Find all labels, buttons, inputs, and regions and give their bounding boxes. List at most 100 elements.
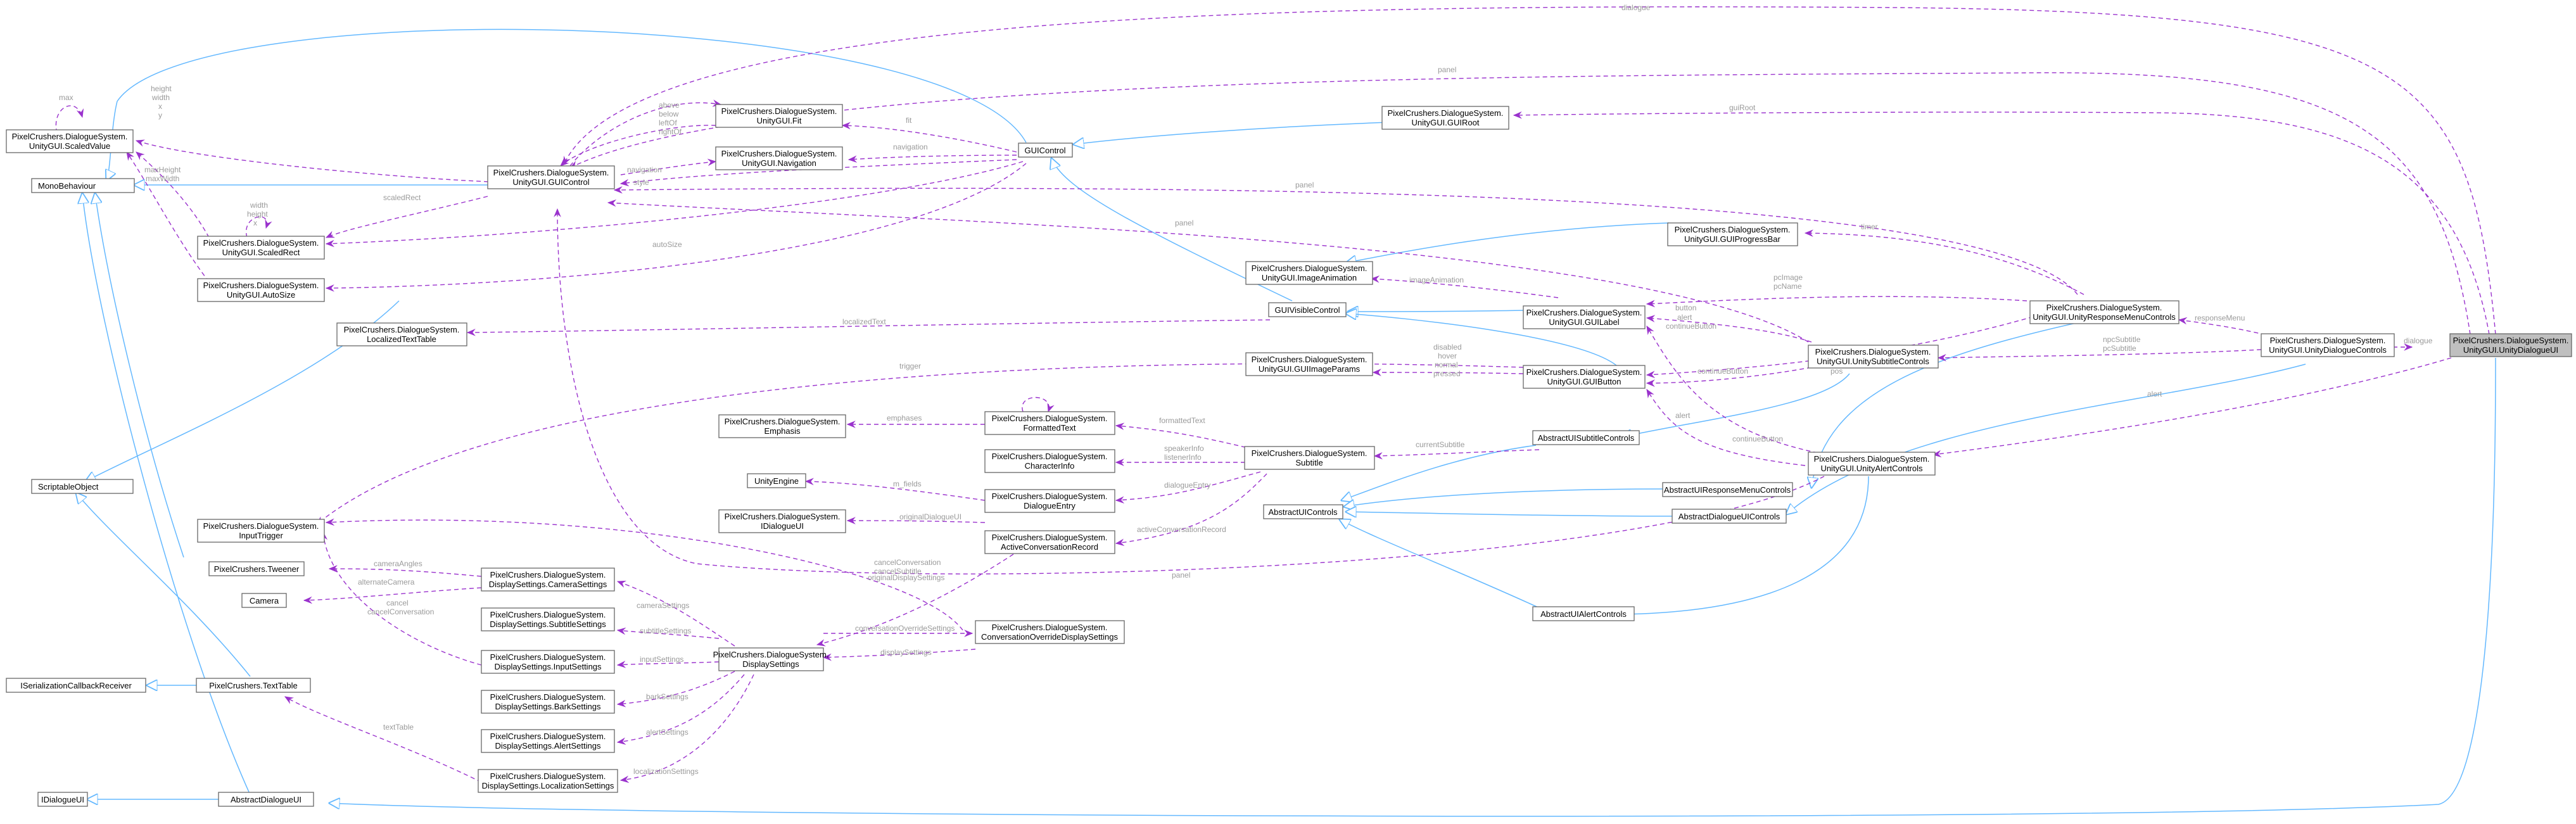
node-auto-size[interactable]: PixelCrushers.DialogueSystem. UnityGUI.A… — [197, 278, 325, 302]
edge-label-pc-image: pcImage pcName — [1773, 273, 1803, 291]
node-display-settings-input[interactable]: PixelCrushers.DialogueSystem. DisplaySet… — [481, 650, 615, 674]
svg-text:UnityGUI.UnityAlertControls: UnityGUI.UnityAlertControls — [1820, 464, 1923, 473]
edge-use-cancel-conversation — [325, 518, 963, 631]
svg-text:PixelCrushers.DialogueSystem.: PixelCrushers.DialogueSystem. — [344, 325, 460, 334]
edge-use-m-fields — [804, 478, 986, 501]
edge-use-panel-mid — [613, 186, 2078, 295]
node-unity-subtitle-controls[interactable]: PixelCrushers.DialogueSystem. UnityGUI.U… — [1808, 345, 1939, 369]
svg-text:pressed: pressed — [1433, 369, 1461, 378]
svg-text:Emphasis: Emphasis — [764, 426, 801, 436]
edge-label-alert-settings: alertSettings — [646, 728, 688, 737]
svg-text:normal: normal — [1435, 360, 1458, 369]
svg-text:PixelCrushers.DialogueSystem.: PixelCrushers.DialogueSystem. — [12, 132, 128, 141]
svg-text:hover: hover — [1438, 352, 1457, 360]
node-abstract-ui-subtitle-controls[interactable]: AbstractUISubtitleControls — [1532, 430, 1640, 445]
svg-text:maxHeight: maxHeight — [144, 165, 181, 174]
edge-label-timer: timer — [1861, 222, 1878, 231]
node-display-settings-alert[interactable]: PixelCrushers.DialogueSystem. DisplaySet… — [481, 729, 615, 753]
edge-label-original-dialogue-ui: originalDialogueUI — [899, 512, 961, 521]
svg-text:x: x — [253, 219, 257, 227]
edge-label-active-conversation: activeConversationRecord — [1137, 525, 1226, 534]
edge-label-width-height2: width height x — [247, 201, 268, 227]
node-unity-engine[interactable]: UnityEngine — [747, 473, 806, 488]
node-gui-progress-bar[interactable]: PixelCrushers.DialogueSystem. UnityGUI.G… — [1667, 222, 1798, 246]
node-idialogue-ui[interactable]: IDialogueUI — [37, 792, 88, 807]
node-scriptable-object[interactable]: ScriptableObject — [31, 479, 134, 494]
node-image-animation[interactable]: PixelCrushers.DialogueSystem. UnityGUI.I… — [1245, 261, 1373, 285]
node-gui-control[interactable]: PixelCrushers.DialogueSystem. UnityGUI.G… — [487, 165, 615, 189]
node-display-settings-camera[interactable]: PixelCrushers.DialogueSystem. DisplaySet… — [481, 567, 615, 592]
node-abstract-ui-controls[interactable]: AbstractUIControls — [1263, 504, 1343, 519]
node-text-table[interactable]: PixelCrushers.TextTable — [196, 678, 311, 693]
edge-label-camera-angles: cameraAngles — [374, 559, 422, 568]
svg-text:pcSubtitle: pcSubtitle — [2103, 344, 2136, 353]
edge-inherit-guicontrol-monobehaviour — [106, 29, 1027, 181]
node-gui-control-short[interactable]: GUIControl — [1018, 143, 1073, 158]
edge-label-navigation: navigation — [893, 143, 928, 151]
svg-text:PixelCrushers.DialogueSystem.: PixelCrushers.DialogueSystem. — [1526, 308, 1642, 317]
node-display-settings-subtitle[interactable]: PixelCrushers.DialogueSystem. DisplaySet… — [481, 607, 615, 631]
node-display-settings-bark[interactable]: PixelCrushers.DialogueSystem. DisplaySet… — [481, 690, 615, 714]
node-abstract-dialogue-ui-controls[interactable]: AbstractDialogueUIControls — [1672, 509, 1787, 524]
svg-text:UnityGUI.GUIButton: UnityGUI.GUIButton — [1547, 377, 1621, 386]
edge-label-alert-link: alert — [2147, 390, 2162, 398]
node-dialogue-entry[interactable]: PixelCrushers.DialogueSystem. DialogueEn… — [984, 489, 1115, 513]
node-gui-image-params[interactable]: PixelCrushers.DialogueSystem. UnityGUI.G… — [1245, 352, 1373, 376]
node-display-settings[interactable]: PixelCrushers.DialogueSystem. DisplaySet… — [713, 647, 829, 671]
svg-text:CharacterInfo: CharacterInfo — [1025, 461, 1075, 471]
node-gui-visible-control[interactable]: GUIVisibleControl — [1268, 302, 1347, 317]
node-abstract-dialogue-ui[interactable]: AbstractDialogueUI — [218, 792, 314, 807]
node-conversation-override[interactable]: PixelCrushers.DialogueSystem. Conversati… — [975, 620, 1125, 644]
node-formatted-text[interactable]: PixelCrushers.DialogueSystem. FormattedT… — [984, 411, 1115, 435]
node-idialogue-ui-ns[interactable]: PixelCrushers.DialogueSystem. IDialogueU… — [718, 509, 846, 533]
node-scaled-rect[interactable]: PixelCrushers.DialogueSystem. UnityGUI.S… — [197, 236, 325, 260]
svg-text:GUIControl: GUIControl — [1024, 146, 1065, 155]
node-iserialization-callback-receiver[interactable]: ISerializationCallbackReceiver — [6, 678, 146, 693]
node-scaled-value[interactable]: PixelCrushers.DialogueSystem. UnityGUI.S… — [6, 129, 134, 153]
edge-label-auto-size: autoSize — [652, 240, 682, 249]
node-gui-root[interactable]: PixelCrushers.DialogueSystem. UnityGUI.G… — [1381, 106, 1509, 130]
svg-text:x: x — [158, 102, 162, 111]
edge-inherit-udc-abstractdialogueuicontrols — [1786, 364, 2306, 514]
node-unity-response-menu-controls[interactable]: PixelCrushers.DialogueSystem. UnityGUI.U… — [2029, 300, 2179, 324]
edge-use-scaled-rect — [325, 196, 488, 238]
node-subtitle[interactable]: PixelCrushers.DialogueSystem. Subtitle — [1244, 446, 1375, 470]
node-display-settings-localization[interactable]: PixelCrushers.DialogueSystem. DisplaySet… — [478, 769, 618, 793]
svg-text:speakerInfo: speakerInfo — [1164, 444, 1204, 453]
node-localized-text-table[interactable]: PixelCrushers.DialogueSystem. LocalizedT… — [336, 322, 467, 346]
edge-label-cancel-conversation: cancelConversation cancelSubtitle — [874, 558, 941, 576]
node-unity-alert-controls[interactable]: PixelCrushers.DialogueSystem. UnityGUI.U… — [1808, 452, 1936, 476]
svg-text:UnityGUI.Navigation: UnityGUI.Navigation — [742, 158, 816, 168]
svg-text:Subtitle: Subtitle — [1295, 458, 1323, 467]
edge-label-height-width: height width x y — [151, 84, 172, 120]
node-camera[interactable]: Camera — [241, 593, 287, 608]
edge-use-autosize-guicontrol — [325, 163, 1027, 292]
node-unity-dialogue-controls[interactable]: PixelCrushers.DialogueSystem. UnityGUI.U… — [2261, 333, 2395, 357]
node-mono-behaviour[interactable]: MonoBehaviour — [31, 178, 135, 193]
edge-use-control-nav — [620, 158, 717, 175]
edge-inherit-label-visiblecontrol — [1348, 310, 1524, 312]
node-unitygui-navigation[interactable]: PixelCrushers.DialogueSystem. UnityGUI.N… — [715, 146, 843, 170]
node-emphasis[interactable]: PixelCrushers.DialogueSystem. Emphasis — [718, 414, 846, 438]
node-input-trigger[interactable]: PixelCrushers.DialogueSystem. InputTrigg… — [197, 519, 325, 543]
svg-text:PixelCrushers.DialogueSystem.: PixelCrushers.DialogueSystem. — [721, 106, 837, 116]
svg-text:AbstractDialogueUIControls: AbstractDialogueUIControls — [1678, 512, 1780, 521]
node-tweener[interactable]: PixelCrushers.Tweener — [208, 561, 305, 576]
svg-text:PixelCrushers.DialogueSystem.: PixelCrushers.DialogueSystem. — [493, 168, 609, 177]
node-abstract-ui-alert-controls[interactable]: AbstractUIAlertControls — [1532, 606, 1635, 621]
node-active-conversation-record[interactable]: PixelCrushers.DialogueSystem. ActiveConv… — [984, 530, 1115, 554]
node-gui-button[interactable]: PixelCrushers.DialogueSystem. UnityGUI.G… — [1523, 365, 1646, 389]
edge-label-localization-settings: localizationSettings — [633, 767, 699, 776]
svg-text:DisplaySettings.LocalizationSe: DisplaySettings.LocalizationSettings — [482, 781, 614, 790]
svg-text:PixelCrushers.DialogueSystem.: PixelCrushers.DialogueSystem. — [490, 652, 606, 662]
node-gui-label[interactable]: PixelCrushers.DialogueSystem. UnityGUI.G… — [1523, 305, 1646, 329]
svg-text:PixelCrushers.DialogueSystem.: PixelCrushers.DialogueSystem. — [992, 491, 1108, 501]
svg-text:ActiveConversationRecord: ActiveConversationRecord — [1001, 542, 1098, 552]
svg-text:height: height — [247, 210, 268, 219]
node-unitygui-fit[interactable]: PixelCrushers.DialogueSystem. UnityGUI.F… — [715, 104, 843, 128]
node-abstract-ui-response-menu-controls[interactable]: AbstractUIResponseMenuControls — [1662, 482, 1793, 497]
edge-inherit-visiblecontrol-guicontrol — [1051, 158, 1293, 301]
node-unity-dialogue-ui[interactable]: PixelCrushers.DialogueSystem. UnityGUI.U… — [2449, 333, 2572, 357]
edge-use-guiroot — [1513, 111, 2490, 335]
node-character-info[interactable]: PixelCrushers.DialogueSystem. CharacterI… — [984, 449, 1115, 473]
